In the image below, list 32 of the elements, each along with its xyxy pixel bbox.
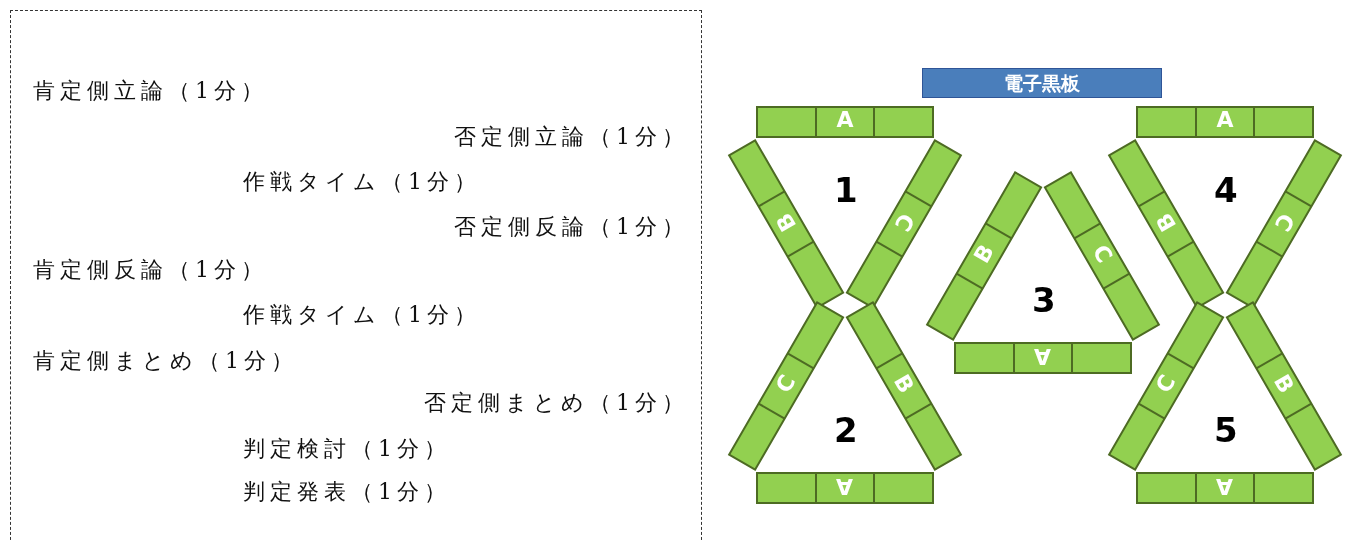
group-number: 4 bbox=[1214, 172, 1238, 208]
desk-label: B bbox=[1152, 210, 1181, 238]
desk-label: C bbox=[772, 372, 801, 400]
desk-label: C bbox=[889, 210, 918, 238]
group-number: 2 bbox=[834, 412, 858, 448]
schedule-line: 肯定側まとめ（1分） bbox=[33, 347, 298, 375]
desk-label: A bbox=[1211, 108, 1239, 136]
desk-label: A bbox=[831, 474, 859, 502]
desk-label: A bbox=[1029, 344, 1057, 372]
schedule-line: 肯定側反論（1分） bbox=[33, 256, 268, 284]
desk-label: A bbox=[831, 108, 859, 136]
desk-label: C bbox=[1087, 242, 1116, 270]
schedule-line: 肯定側立論（1分） bbox=[33, 77, 268, 105]
desk-label: C bbox=[1152, 372, 1181, 400]
desk-label: C bbox=[1269, 210, 1298, 238]
schedule-line: 作戦タイム（1分） bbox=[243, 168, 481, 196]
blackboard-label: 電子黒板 bbox=[922, 68, 1162, 98]
group-number: 3 bbox=[1032, 282, 1056, 318]
schedule-line: 否定側反論（1分） bbox=[454, 213, 689, 241]
desk-label: B bbox=[889, 372, 918, 400]
schedule-line: 否定側まとめ（1分） bbox=[424, 389, 689, 417]
desk-label: B bbox=[1269, 372, 1298, 400]
group-number: 1 bbox=[834, 172, 858, 208]
desk-label: B bbox=[970, 242, 999, 270]
text-frame bbox=[10, 10, 702, 541]
schedule-line: 判定検討（1分） bbox=[243, 435, 451, 463]
schedule-line: 否定側立論（1分） bbox=[454, 123, 689, 151]
desk-label: B bbox=[772, 210, 801, 238]
desk-label: A bbox=[1211, 474, 1239, 502]
schedule-line: 判定発表（1分） bbox=[243, 478, 451, 506]
schedule-line: 作戦タイム（1分） bbox=[243, 301, 481, 329]
group-number: 5 bbox=[1214, 412, 1238, 448]
